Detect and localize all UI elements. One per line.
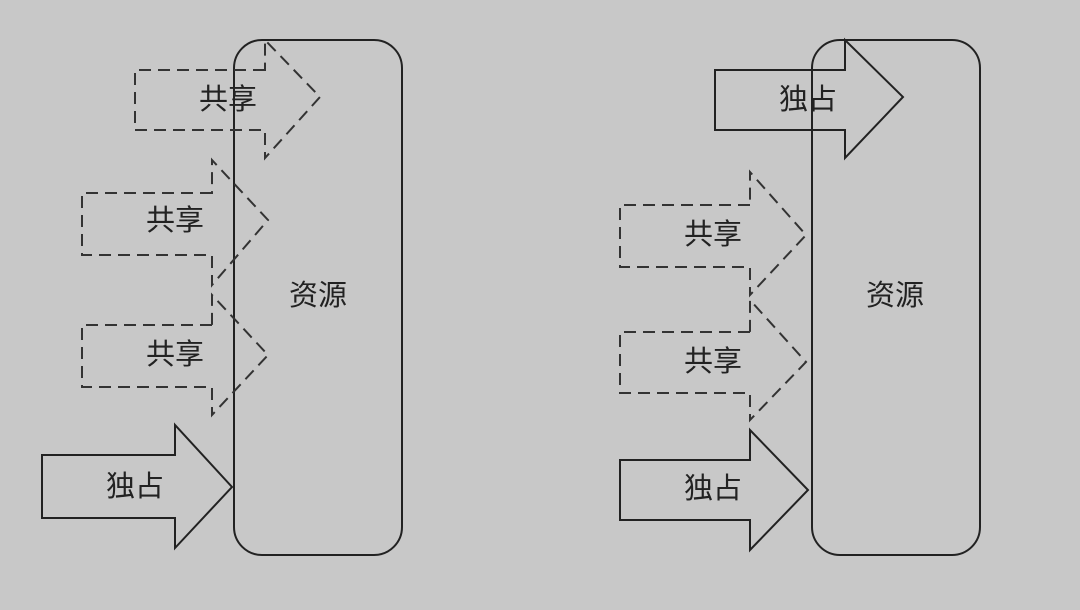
right-shared-arrow-1 xyxy=(619,169,808,298)
right-exclusive-arrow-bottom xyxy=(619,427,810,553)
right-resource-label: 资源 xyxy=(866,278,924,312)
left-shared-label-2: 共享 xyxy=(146,203,204,237)
right-shared-arrow-2 xyxy=(619,297,808,423)
left-resource-label: 资源 xyxy=(289,278,347,312)
left-shared-label-3: 共享 xyxy=(146,337,204,371)
right-shared-label-2: 共享 xyxy=(684,344,742,378)
right-exclusive-label-bottom: 独占 xyxy=(684,471,742,505)
left-exclusive-arrow xyxy=(41,422,234,551)
left-shared-arrow-1 xyxy=(134,37,322,161)
left-exclusive-label: 独占 xyxy=(106,469,164,503)
right-resource-box xyxy=(811,39,981,556)
right-exclusive-arrow-top xyxy=(714,37,905,161)
right-panel: 资源 独占 共享 共享 独占 xyxy=(619,37,981,556)
left-shared-label-1: 共享 xyxy=(199,82,257,116)
left-panel: 资源 共享 共享 共享 独占 xyxy=(41,37,403,556)
left-shared-arrow-3 xyxy=(81,292,270,418)
right-shared-label-1: 共享 xyxy=(684,217,742,251)
right-exclusive-label-top: 独占 xyxy=(779,82,837,116)
left-shared-arrow-2 xyxy=(81,157,270,288)
left-resource-box xyxy=(233,39,403,556)
